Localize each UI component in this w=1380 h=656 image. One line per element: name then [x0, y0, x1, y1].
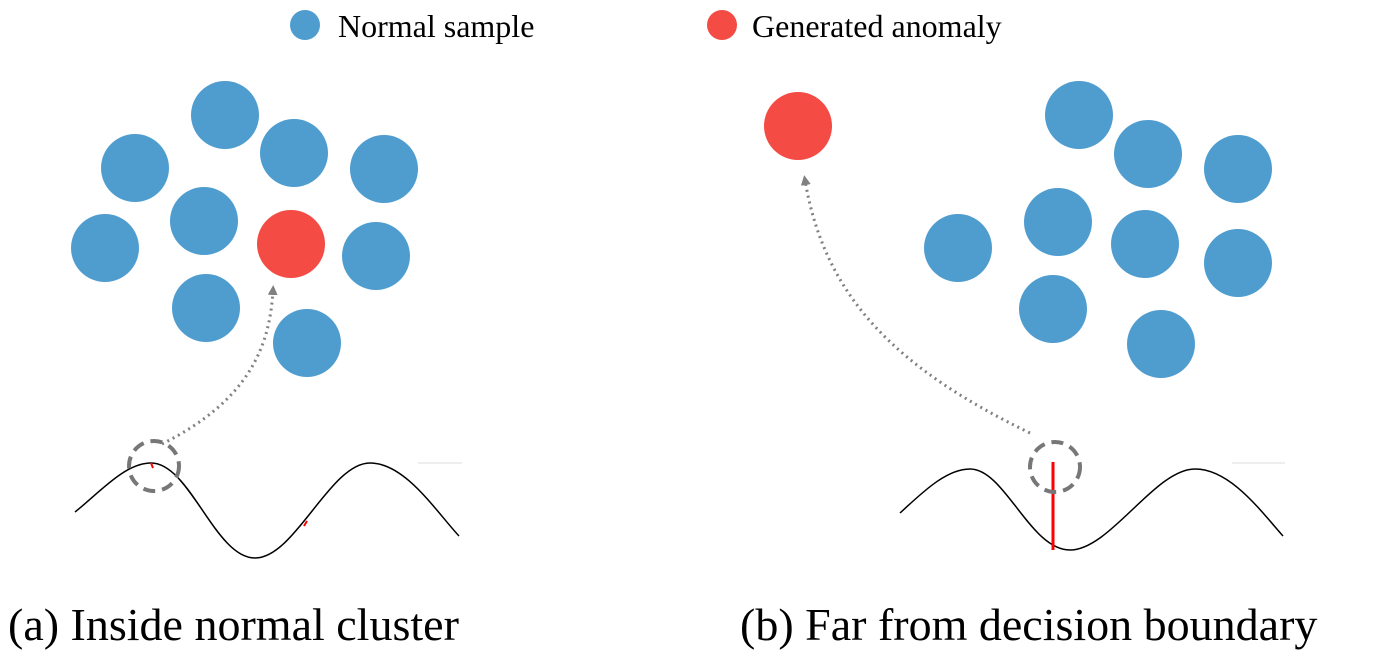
- normal-sample: [350, 135, 418, 203]
- caption-a: (a) Inside normal cluster: [8, 599, 459, 650]
- normal-sample: [1024, 188, 1092, 256]
- generated-anomaly: [257, 210, 325, 278]
- normal-sample: [1111, 210, 1179, 278]
- decision-boundary-curve: [74, 462, 460, 559]
- sample-point-marker: [150, 462, 154, 469]
- normal-sample: [191, 81, 259, 149]
- normal-sample: [170, 187, 238, 255]
- normal-sample: [1019, 275, 1087, 343]
- legend-normal-label: Normal sample: [338, 8, 534, 44]
- normal-sample: [71, 214, 139, 282]
- panel-b: (b) Far from decision boundary: [740, 81, 1317, 650]
- sample-point-marker: [303, 520, 308, 527]
- normal-sample: [101, 134, 169, 202]
- normal-sample: [342, 222, 410, 290]
- sampling-region-ring: [1028, 440, 1082, 494]
- normal-sample: [273, 309, 341, 377]
- normal-sample: [1114, 120, 1182, 188]
- caption-b: (b) Far from decision boundary: [740, 599, 1317, 650]
- normal-sample: [1204, 229, 1272, 297]
- legend-anomaly-swatch: [707, 10, 737, 40]
- sampling-region-ring: [127, 439, 181, 493]
- normal-sample: [1204, 135, 1272, 203]
- generation-arrow: [161, 285, 278, 446]
- normal-sample: [1127, 310, 1195, 378]
- normal-sample: [1045, 81, 1113, 149]
- normal-cluster-b: [924, 81, 1272, 378]
- generated-anomaly: [764, 92, 832, 160]
- legend: Normal sample Generated anomaly: [290, 8, 1002, 44]
- decision-boundary-curve: [899, 468, 1284, 551]
- normal-sample: [260, 119, 328, 187]
- normal-cluster-a: [71, 81, 418, 377]
- normal-sample: [924, 214, 992, 282]
- legend-anomaly-label: Generated anomaly: [752, 8, 1002, 44]
- panel-a: (a) Inside normal cluster: [8, 81, 462, 650]
- generation-arrow: [800, 175, 1031, 435]
- normal-sample: [172, 274, 240, 342]
- legend-normal-swatch: [290, 10, 320, 40]
